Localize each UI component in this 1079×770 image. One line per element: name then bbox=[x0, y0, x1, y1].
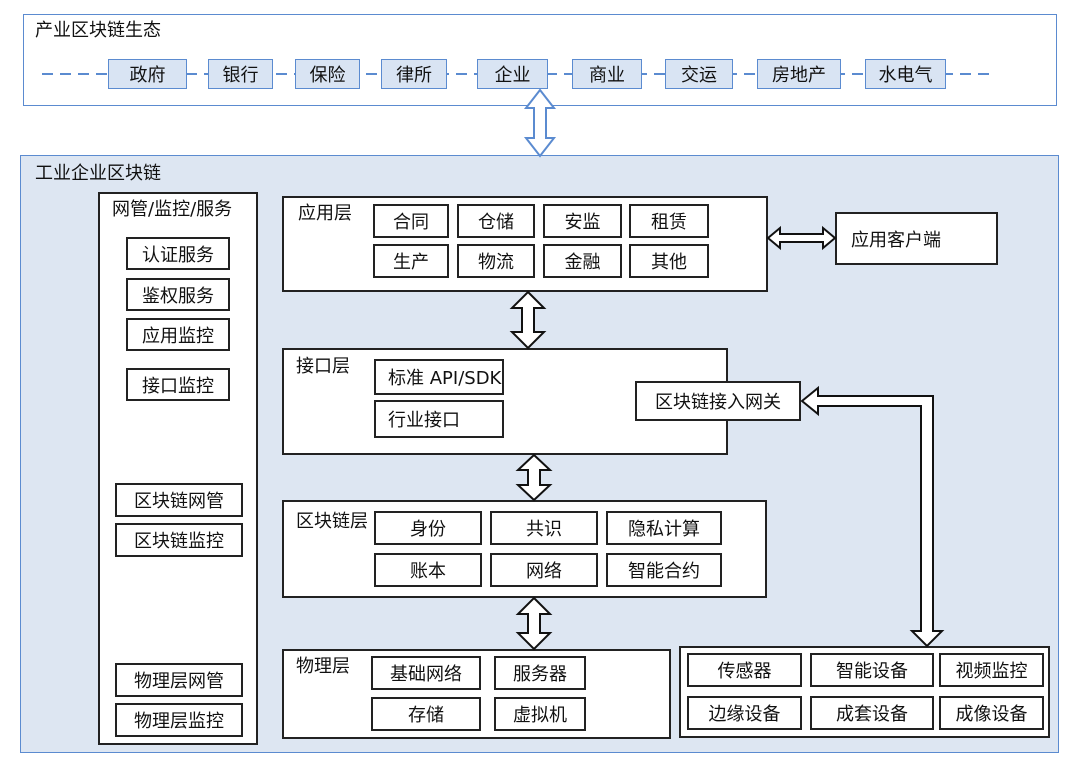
mgmt-physical-monitor: 物理层监控 bbox=[115, 703, 243, 737]
device-imaging: 成像设备 bbox=[939, 696, 1044, 730]
phys-item-vm: 虚拟机 bbox=[494, 697, 586, 731]
device-video-monitor: 视频监控 bbox=[939, 653, 1044, 687]
app-item-contract: 合同 bbox=[373, 204, 449, 238]
mgmt-app-monitor: 应用监控 bbox=[126, 318, 230, 351]
mgmt-title: 网管/监控/服务 bbox=[112, 199, 233, 220]
chain-item-consensus: 共识 bbox=[490, 511, 598, 545]
chain-item-smart-contract: 智能合约 bbox=[606, 553, 722, 587]
eco-item-bank: 银行 bbox=[208, 59, 273, 89]
mgmt-panel bbox=[98, 192, 258, 745]
blockchain-layer-title: 区块链层 bbox=[296, 511, 368, 532]
eco-item-enterprise: 企业 bbox=[477, 59, 548, 89]
blockchain-gateway: 区块链接入网关 bbox=[635, 381, 801, 421]
mgmt-chain-monitor: 区块链监控 bbox=[115, 523, 243, 557]
chain-item-network: 网络 bbox=[490, 553, 598, 587]
enterprise-title: 工业企业区块链 bbox=[35, 163, 161, 184]
interface-layer-title: 接口层 bbox=[296, 356, 350, 377]
chain-item-identity: 身份 bbox=[374, 511, 482, 545]
eco-item-utilities: 水电气 bbox=[865, 59, 946, 89]
device-edge: 边缘设备 bbox=[687, 696, 802, 730]
eco-item-transport: 交运 bbox=[665, 59, 733, 89]
mgmt-authz-service: 鉴权服务 bbox=[126, 278, 230, 311]
mgmt-chain-netmgmt: 区块链网管 bbox=[115, 483, 243, 517]
eco-item-real-estate: 房地产 bbox=[757, 59, 841, 89]
app-layer-title: 应用层 bbox=[298, 203, 352, 224]
app-item-logistics: 物流 bbox=[457, 244, 535, 278]
eco-item-insurance: 保险 bbox=[295, 59, 360, 89]
app-item-production: 生产 bbox=[373, 244, 449, 278]
app-client-box: 应用客户端 bbox=[835, 212, 998, 265]
physical-layer-title: 物理层 bbox=[296, 656, 350, 677]
interface-std-api: 标准 API/SDK bbox=[374, 359, 504, 395]
app-item-leasing: 租赁 bbox=[629, 204, 709, 238]
eco-item-government: 政府 bbox=[108, 59, 187, 89]
device-smart: 智能设备 bbox=[810, 653, 934, 687]
device-sensor: 传感器 bbox=[687, 653, 802, 687]
ecosystem-title: 产业区块链生态 bbox=[35, 20, 161, 41]
app-item-other: 其他 bbox=[629, 244, 709, 278]
chain-item-ledger: 账本 bbox=[374, 553, 482, 587]
eco-item-commerce: 商业 bbox=[572, 59, 642, 89]
mgmt-physical-netmgmt: 物理层网管 bbox=[115, 663, 243, 697]
phys-item-storage: 存储 bbox=[371, 697, 481, 731]
app-item-warehouse: 仓储 bbox=[457, 204, 535, 238]
mgmt-auth-service: 认证服务 bbox=[126, 237, 230, 270]
eco-item-law-firm: 律所 bbox=[381, 59, 447, 89]
phys-item-base-network: 基础网络 bbox=[371, 656, 481, 690]
chain-item-privacy: 隐私计算 bbox=[606, 511, 722, 545]
app-item-finance: 金融 bbox=[543, 244, 622, 278]
device-complete-set: 成套设备 bbox=[810, 696, 934, 730]
phys-item-server: 服务器 bbox=[494, 656, 586, 690]
interface-industry: 行业接口 bbox=[374, 400, 504, 438]
app-item-safety: 安监 bbox=[543, 204, 622, 238]
mgmt-interface-monitor: 接口监控 bbox=[126, 368, 230, 401]
